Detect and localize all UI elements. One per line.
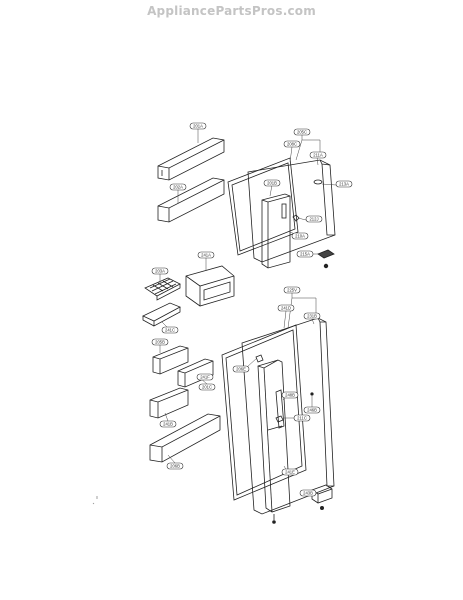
dairy-bin-1 (152, 345, 189, 375)
callout-241b: 241B (159, 420, 177, 428)
callout-243b: 243B (299, 489, 317, 497)
callout-211a: 211A (309, 151, 327, 159)
dairy-bin-2 (177, 358, 214, 388)
fridge-door-handle (257, 359, 291, 513)
svg-text:241A: 241A (201, 253, 211, 258)
freezer-door-gasket (227, 157, 299, 256)
callout-211c: 211C (293, 414, 311, 422)
freezer-hinge-parts (292, 214, 335, 269)
svg-text:241C: 241C (165, 328, 175, 333)
ice-tray-holder (142, 302, 181, 327)
svg-text:241E: 241E (285, 470, 295, 475)
svg-text:201A: 201A (193, 124, 203, 129)
part-callouts: 201A 202A 203A 241C 205C 208C 211A 201B … (151, 122, 353, 497)
svg-text:215A: 215A (300, 252, 310, 257)
callout-208c: 208C (283, 140, 301, 148)
svg-text:246B: 246B (307, 408, 317, 413)
svg-text:210A: 210A (295, 234, 305, 239)
svg-text:205C: 205C (297, 130, 307, 135)
svg-text:202A: 202A (173, 185, 183, 190)
svg-text:208C: 208C (287, 142, 297, 147)
callout-231b: 231B (303, 312, 321, 320)
callout-206e: 206E (232, 365, 250, 373)
callout-241f: 241F (196, 373, 214, 381)
ice-bank (185, 265, 235, 307)
callout-201c: 201C (198, 383, 216, 391)
callout-210a: 210A (291, 232, 309, 240)
svg-text:225V: 225V (287, 288, 297, 293)
dairy-bin-3 (149, 387, 189, 419)
fridge-door-panel (241, 317, 335, 515)
door-bin-upper (157, 137, 225, 181)
callout-203a: 203A (151, 267, 169, 275)
callout-202a: 202A (169, 183, 187, 191)
callout-241a: 241A (197, 251, 215, 259)
callout-205c: 205C (293, 128, 311, 136)
svg-text:241F: 241F (200, 375, 210, 380)
door-bin-middle (157, 177, 225, 223)
svg-text:206E: 206E (236, 367, 246, 372)
door-bin-lower (149, 413, 221, 463)
fridge-hinge-parts (255, 354, 333, 524)
svg-text:243B: 243B (303, 491, 313, 496)
callout-241e: 241E (281, 468, 299, 476)
callout-212j: 212J (305, 215, 323, 223)
callout-201a: 201A (189, 122, 207, 130)
svg-text:231B: 231B (307, 314, 317, 319)
callout-225v: 225V (283, 286, 301, 294)
stray-marks (92, 496, 98, 505)
callout-213a: 213A (335, 180, 353, 188)
svg-text:203A: 203A (155, 269, 165, 274)
svg-text:205B: 205B (155, 340, 165, 345)
callout-248b: 248B (281, 391, 299, 399)
ice-tray (144, 277, 181, 301)
callout-246b: 246B (303, 406, 321, 414)
svg-text:212J: 212J (309, 217, 318, 222)
svg-text:248B: 248B (285, 393, 295, 398)
freezer-door-handle (261, 193, 291, 269)
freezer-door-panel (247, 159, 336, 263)
svg-text:206B: 206B (170, 464, 180, 469)
svg-text:213A: 213A (339, 182, 349, 187)
watermark: AppliancePartsPros.com (147, 4, 316, 18)
svg-text:211C: 211C (297, 416, 307, 421)
callout-241c: 241C (161, 326, 179, 334)
svg-text:241B: 241B (163, 422, 173, 427)
callout-206b: 206B (166, 462, 184, 470)
leader-lines (159, 129, 337, 494)
svg-text:241D: 241D (281, 306, 291, 311)
callout-241d: 241D (277, 304, 295, 312)
callout-201b: 201B (263, 179, 281, 187)
callout-205b: 205B (151, 338, 169, 346)
fridge-door-gasket (221, 324, 307, 501)
svg-text:211A: 211A (313, 153, 323, 158)
svg-text:201B: 201B (267, 181, 277, 186)
callout-215a: 215A (296, 250, 314, 258)
svg-text:201C: 201C (202, 385, 212, 390)
